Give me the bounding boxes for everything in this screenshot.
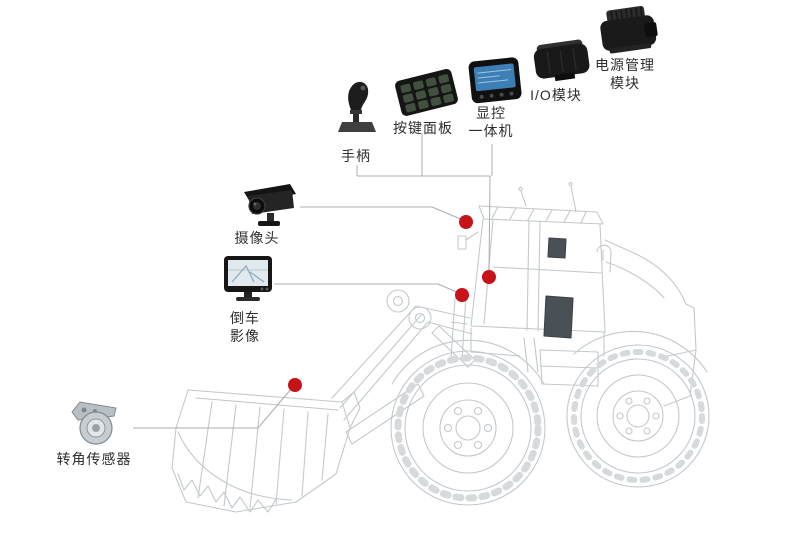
connector-bus-drop	[488, 175, 491, 273]
dot-display-mount	[482, 270, 496, 284]
label-display-unit: 显控 一体机	[468, 105, 514, 139]
connector-sensor	[133, 387, 293, 429]
dot-controls-mount	[455, 288, 469, 302]
label-keypad: 按键面板	[393, 120, 453, 136]
connector-monitor	[274, 283, 460, 294]
keypad-icon	[395, 69, 458, 116]
io-module-icon	[533, 39, 590, 82]
loader-sketch	[171, 181, 710, 513]
connector-camera	[300, 206, 464, 221]
angle-sensor-icon	[71, 401, 117, 445]
label-io-module: I/O模块	[530, 87, 582, 103]
label-reverse-monitor: 倒车 影像	[230, 310, 260, 344]
camera-icon	[244, 184, 296, 226]
label-camera: 摄像头	[234, 230, 280, 246]
connection-dots	[288, 215, 496, 392]
reverse-monitor-icon	[224, 256, 272, 301]
connector-lines	[133, 134, 493, 429]
dot-camera-mount	[459, 215, 473, 229]
label-angle-sensor: 转角传感器	[56, 451, 132, 467]
label-joystick: 手柄	[341, 148, 371, 164]
joystick-icon	[338, 81, 376, 132]
display-icon	[468, 57, 522, 104]
label-power-module: 电源管理 模块	[595, 57, 655, 91]
dot-sensor-mount	[288, 378, 302, 392]
power-module-icon	[600, 5, 658, 54]
